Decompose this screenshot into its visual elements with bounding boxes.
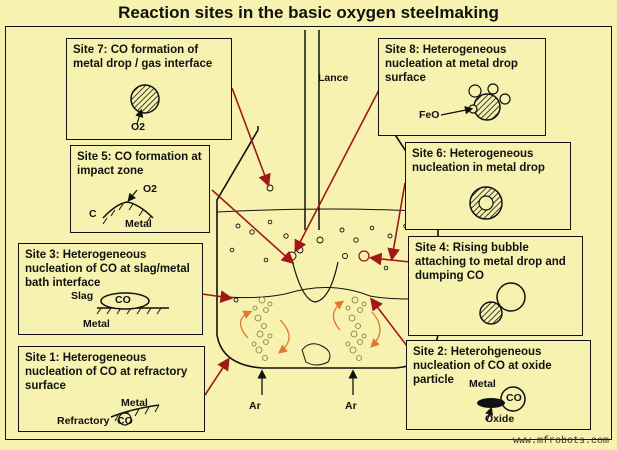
drop-site4 — [358, 250, 370, 262]
site3-metal: Metal — [83, 318, 110, 330]
slag-metal-interface — [216, 287, 439, 300]
site1-label: Site 1: Heterogeneous nucleation of CO a… — [25, 352, 188, 392]
watermark: www.mfrobots.com — [512, 436, 609, 447]
arrow-site2 — [370, 297, 411, 351]
site8-feo: FeO — [419, 109, 440, 121]
ar-left-label: Ar — [249, 400, 261, 412]
site2-oxide: Oxide — [485, 413, 515, 425]
droplets — [229, 184, 428, 303]
site6-label: Site 6: Heterogeneous nucleation in meta… — [412, 148, 545, 174]
bubble-plume-left — [251, 296, 273, 361]
arrow-site7 — [231, 87, 271, 187]
site1-co: CO — [117, 415, 133, 427]
site1-metal: Metal — [121, 397, 148, 409]
arrow-site3 — [201, 290, 234, 303]
circulation-arrow-right-1 — [332, 300, 345, 331]
site3-co: CO — [115, 294, 131, 306]
arrow-site4 — [368, 252, 411, 266]
site4-label: Site 4: Rising bubble attaching to metal… — [415, 242, 566, 282]
outer-frame — [5, 26, 612, 440]
lance-label: Lance — [318, 72, 349, 84]
site2-label: Site 2: Heterohgeneous nucleation of CO … — [413, 346, 552, 386]
site5-metal: Metal — [125, 218, 152, 230]
impact-cavity — [291, 259, 339, 303]
site7-icon — [130, 84, 160, 125]
circulation-arrow-right-2 — [370, 311, 381, 348]
site7-label: Site 7: CO formation of metal drop / gas… — [73, 44, 213, 70]
site4-box: Site 4: Rising bubble attaching to metal… — [408, 236, 583, 336]
site2-icon — [477, 386, 526, 422]
site5-o2: O2 — [143, 183, 158, 195]
site5-box: Site 5: CO formation at impact zone O2 C… — [70, 145, 210, 233]
site7-box: Site 7: CO formation of metal drop / gas… — [66, 38, 232, 140]
arrow-site1 — [204, 357, 230, 396]
site3-icon — [96, 292, 169, 315]
arrow-site5 — [211, 189, 295, 265]
site3-label: Site 3: Heterogeneous nucleation of CO a… — [25, 249, 190, 289]
site2-co: CO — [506, 392, 522, 404]
site2-metal: Metal — [469, 378, 496, 390]
arrow-site6 — [387, 182, 406, 262]
scrap-lump — [301, 343, 331, 366]
site5-label: Site 5: CO formation at impact zone — [77, 151, 202, 177]
site5-icon — [102, 189, 154, 225]
bubble-plume-right — [345, 296, 367, 361]
site5-c: C — [89, 208, 97, 220]
site8-icon — [440, 83, 511, 121]
site3-slag: Slag — [71, 290, 94, 302]
site6-icon — [469, 186, 503, 220]
arrow-site8 — [294, 87, 381, 253]
site1-refractory: Refractory — [57, 415, 110, 427]
site4-icon — [479, 282, 526, 325]
site8-box: Site 8: Heterogeneous nucleation at meta… — [378, 38, 546, 136]
site2-box: Site 2: Heterohgeneous nucleation of CO … — [406, 340, 591, 430]
ar-right-label: Ar — [345, 400, 357, 412]
circulation-arrow-left-1 — [239, 310, 253, 339]
site6-box: Site 6: Heterogeneous nucleation in meta… — [405, 142, 571, 230]
circulation-arrow-left-2 — [277, 319, 290, 354]
site8-label: Site 8: Heterogeneous nucleation at meta… — [385, 44, 518, 84]
site1-icon — [110, 404, 160, 426]
diagram-title: Reaction sites in the basic oxygen steel… — [118, 3, 499, 22]
site1-box: Site 1: Heterogeneous nucleation of CO a… — [18, 346, 205, 432]
site7-o2: O2 — [131, 121, 146, 133]
site3-box: Site 3: Heterogeneous nucleation of CO a… — [18, 243, 203, 335]
